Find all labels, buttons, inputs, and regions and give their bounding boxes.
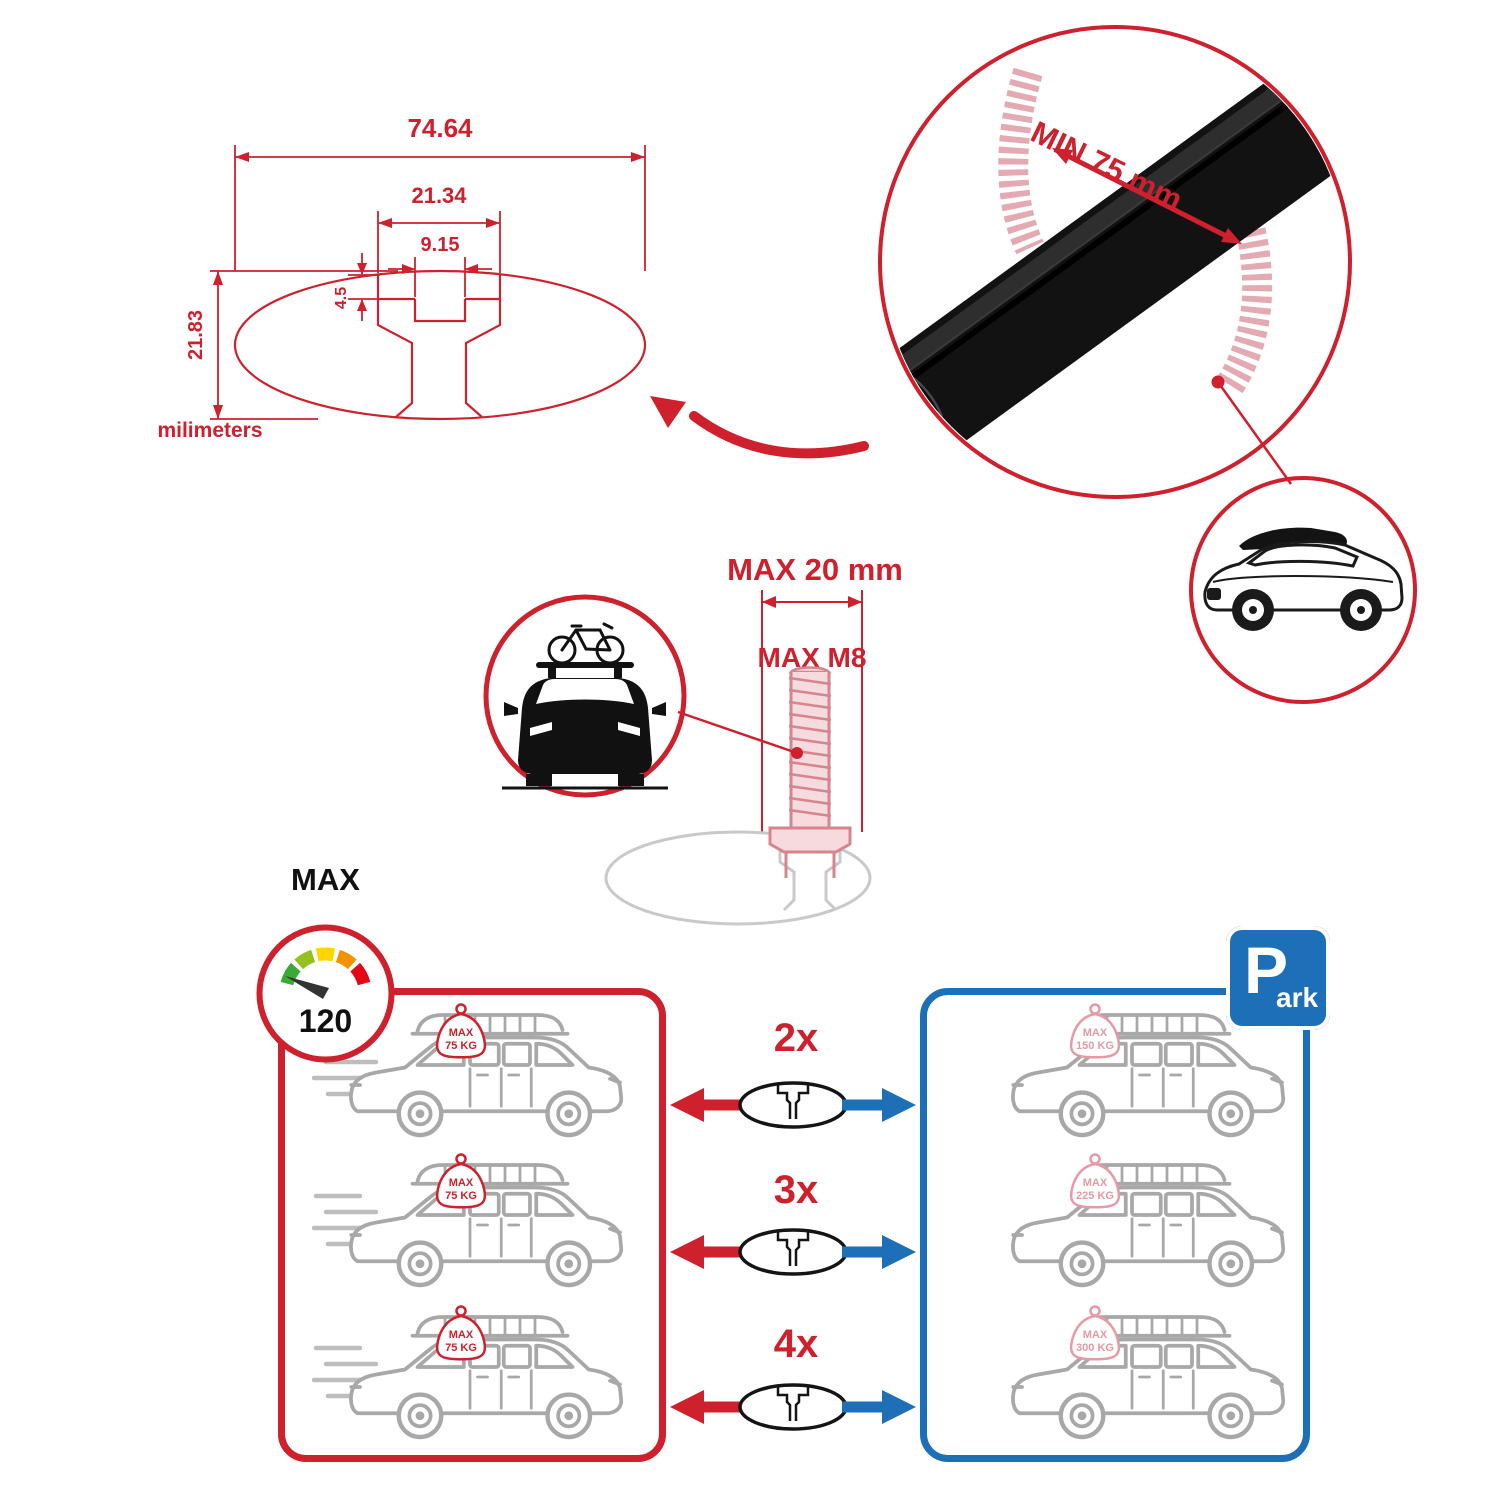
- units-label: milimeters: [157, 419, 262, 442]
- load-limit-tag: MAX 150 KG: [1069, 1003, 1121, 1059]
- car-with-roof-basket: [1002, 1308, 1302, 1446]
- dim-slot-width: 9.15: [421, 234, 460, 256]
- tag-value: 75 KG: [445, 1342, 477, 1354]
- bike-on-car-circle: [483, 594, 687, 798]
- tag-value: 300 KG: [1076, 1342, 1114, 1354]
- max-bolt-length-label: MAX 20 mm: [727, 552, 903, 587]
- park-sign-rest: ark: [1276, 982, 1319, 1013]
- gauge-needle: [285, 976, 329, 999]
- tag-value: 150 KG: [1076, 1040, 1114, 1052]
- load-limit-tag: MAX 75 KG: [435, 1153, 487, 1209]
- tag-label: MAX: [1083, 1329, 1108, 1341]
- tag-label: MAX: [1083, 1177, 1108, 1189]
- tag-value: 225 KG: [1076, 1190, 1114, 1202]
- profile-outline: [233, 269, 647, 421]
- crossbar-render-circle: [878, 25, 1352, 499]
- bar-count-arrows: [670, 1081, 916, 1431]
- tag-label: MAX: [1083, 1027, 1108, 1039]
- dim-lip-depth: 4.5: [333, 287, 350, 309]
- arrow-row: [670, 1081, 916, 1129]
- park-sign-letter: P: [1244, 933, 1289, 1007]
- t-bolt-drawing: [604, 590, 872, 926]
- speed-gauge: 120: [256, 924, 395, 1063]
- tag-value: 75 KG: [445, 1190, 477, 1202]
- bar-count-label: 4x: [773, 1322, 819, 1366]
- suv-roofbox-circle: [1189, 476, 1417, 704]
- park-sign: P ark: [1226, 926, 1330, 1030]
- dim-channel-width: 21.34: [411, 183, 467, 208]
- tag-label: MAX: [449, 1027, 474, 1039]
- dimension-lines: [210, 145, 646, 420]
- car-front-icon: [502, 662, 668, 790]
- gauge-arc: [280, 947, 371, 986]
- bar-count-label: 2x: [773, 1016, 819, 1060]
- arrow-row: [670, 1383, 916, 1431]
- load-limit-tag: MAX 225 KG: [1069, 1153, 1121, 1209]
- speed-gauge-title: MAX: [291, 862, 360, 897]
- dim-outer-width: 74.64: [407, 113, 473, 143]
- clamp-straps: [998, 67, 1273, 397]
- suv-icon: [1203, 527, 1404, 631]
- bolt-dimension-arrowheads: [762, 596, 862, 608]
- t-bolt: [768, 666, 852, 878]
- load-limit-tag: MAX 300 KG: [1069, 1305, 1121, 1361]
- tag-value: 75 KG: [445, 1040, 477, 1052]
- tag-label: MAX: [449, 1329, 474, 1341]
- tag-label: MAX: [449, 1177, 474, 1189]
- bar-count-label: 3x: [773, 1168, 819, 1212]
- arrow-row: [670, 1228, 916, 1276]
- speed-gauge-value: 120: [299, 1003, 352, 1039]
- ghost-profile: [604, 830, 872, 926]
- crossbar-profile-drawing: 74.64 21.34 9.15 4.5 21.83 milimeters: [157, 113, 647, 442]
- dim-profile-height: 21.83: [185, 310, 207, 360]
- load-limit-tag: MAX 75 KG: [435, 1305, 487, 1361]
- load-limit-tag: MAX 75 KG: [435, 1003, 487, 1059]
- car-with-roof-basket: [1002, 1156, 1302, 1294]
- dimension-arrowheads: [213, 152, 645, 419]
